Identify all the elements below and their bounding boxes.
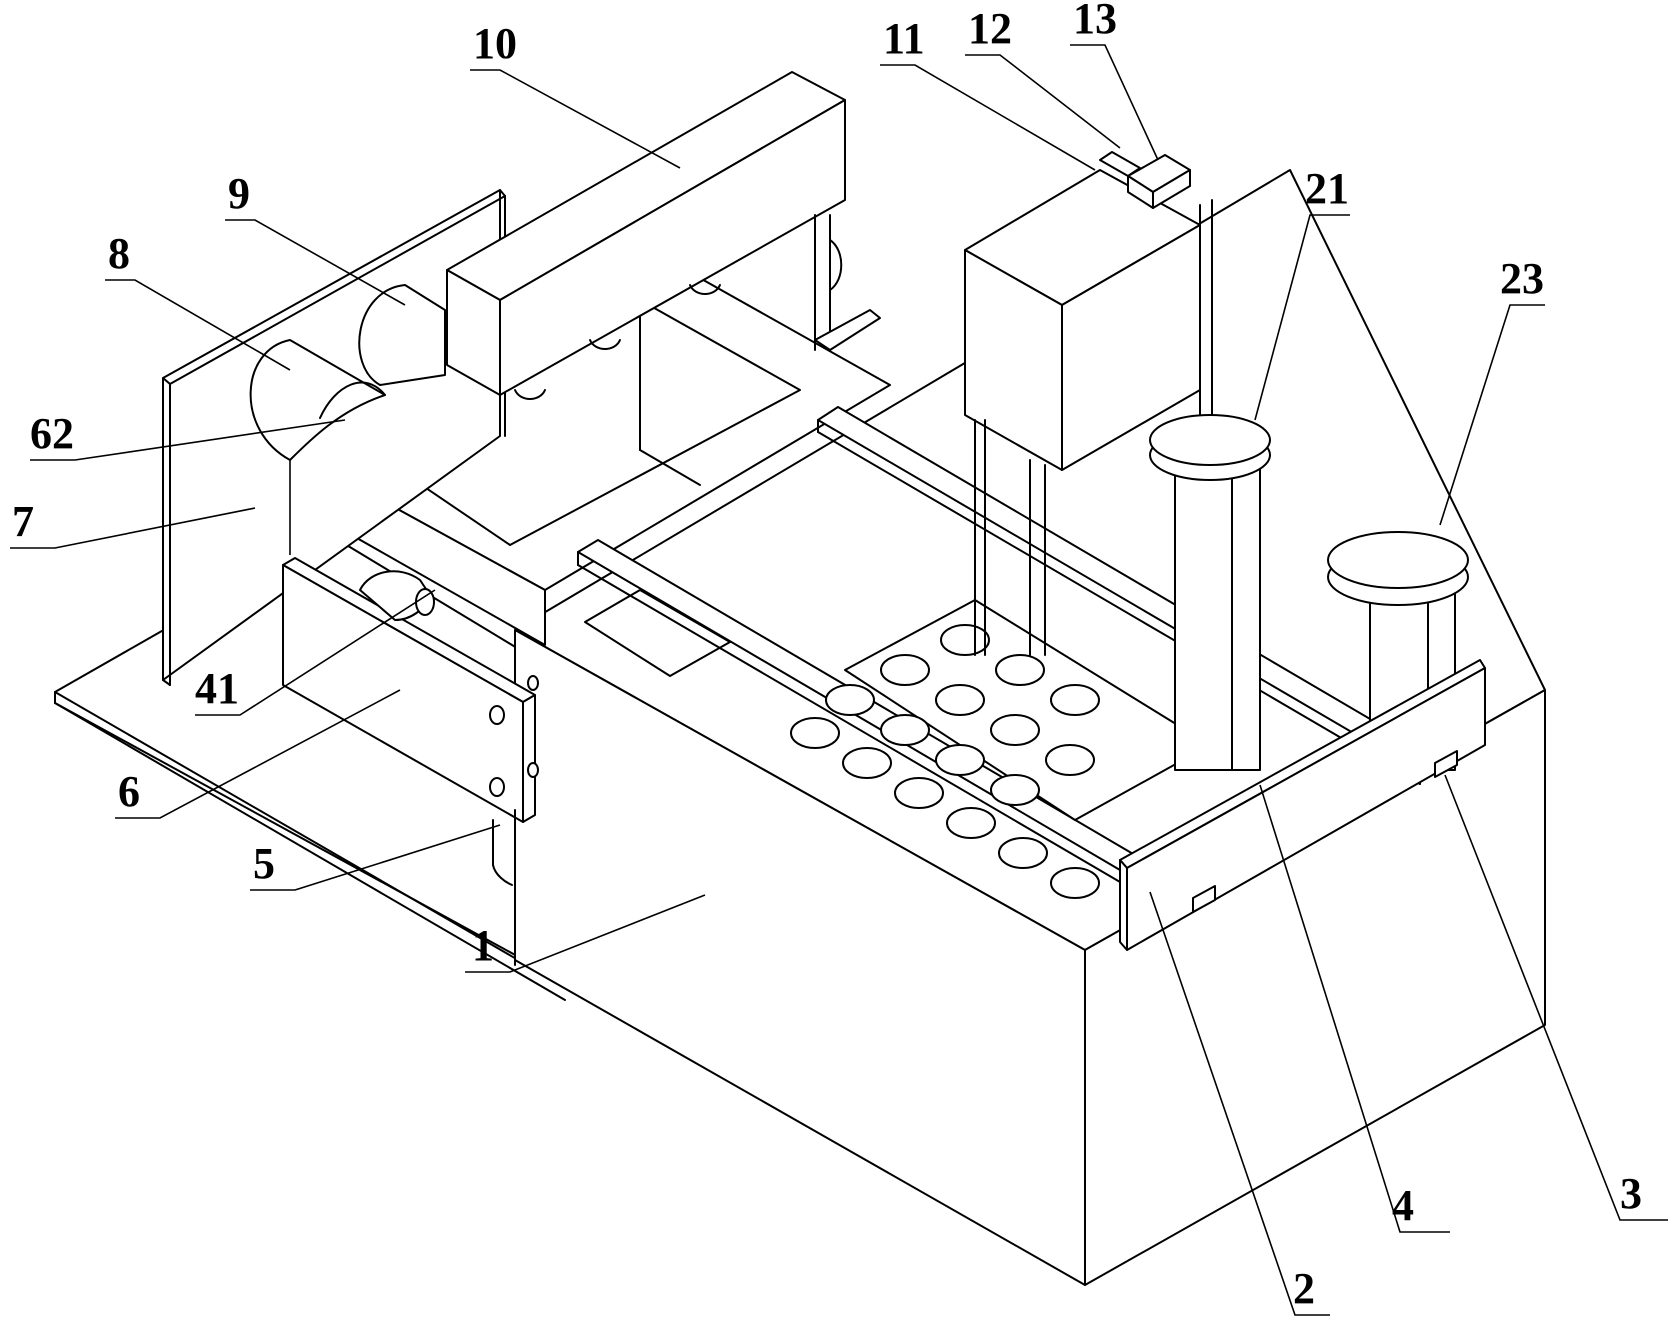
- block-3: [1434, 750, 1458, 778]
- front-baffle-4: [1119, 659, 1486, 951]
- label-11: 11: [883, 14, 925, 63]
- module-11: [964, 169, 1201, 656]
- tray-hole: [995, 654, 1045, 686]
- hole-tray: [790, 599, 1211, 899]
- label-62: 62: [30, 409, 74, 458]
- label-1: 1: [472, 921, 494, 970]
- label-4: 4: [1392, 1181, 1414, 1230]
- label-3: 3: [1620, 1169, 1642, 1218]
- label-13: 13: [1073, 0, 1117, 43]
- label-41: 41: [195, 664, 239, 713]
- label-6: 6: [118, 767, 140, 816]
- tray-hole: [946, 807, 996, 839]
- tray-hole: [935, 684, 985, 716]
- tray-hole: [935, 744, 985, 776]
- label-10: 10: [473, 19, 517, 68]
- rail-10: [446, 71, 881, 400]
- label-21: 21: [1305, 164, 1349, 213]
- label-12: 12: [968, 4, 1012, 53]
- block-2: [1192, 885, 1216, 913]
- leader-lines: [10, 44, 1668, 1316]
- label-7: 7: [12, 497, 34, 546]
- cylinder-21: [1149, 414, 1271, 771]
- label-23: 23: [1500, 254, 1544, 303]
- label-9: 9: [228, 169, 250, 218]
- tray-hole: [790, 717, 840, 749]
- tray-hole: [825, 684, 875, 716]
- part-12-13: [1099, 151, 1213, 421]
- tray-hole: [990, 774, 1040, 806]
- tray-hole: [1050, 684, 1100, 716]
- label-5: 5: [253, 839, 275, 888]
- label-8: 8: [108, 229, 130, 278]
- tray-hole: [990, 714, 1040, 746]
- tray-hole: [880, 714, 930, 746]
- label-2: 2: [1293, 1264, 1315, 1313]
- tray-hole: [1045, 744, 1095, 776]
- tray-hole: [880, 654, 930, 686]
- tray-hole: [998, 837, 1048, 869]
- reference-labels: 10 9 8 62 7 41 6 5 1 11 12 13 21 23 2 4 …: [12, 0, 1642, 1313]
- motor-8: [249, 339, 386, 461]
- tray-hole: [940, 624, 990, 656]
- tray-hole: [842, 747, 892, 779]
- tray-hole: [894, 777, 944, 809]
- tray-hole: [1050, 867, 1100, 899]
- bracket-6: [282, 557, 539, 823]
- motor-9: [358, 284, 446, 386]
